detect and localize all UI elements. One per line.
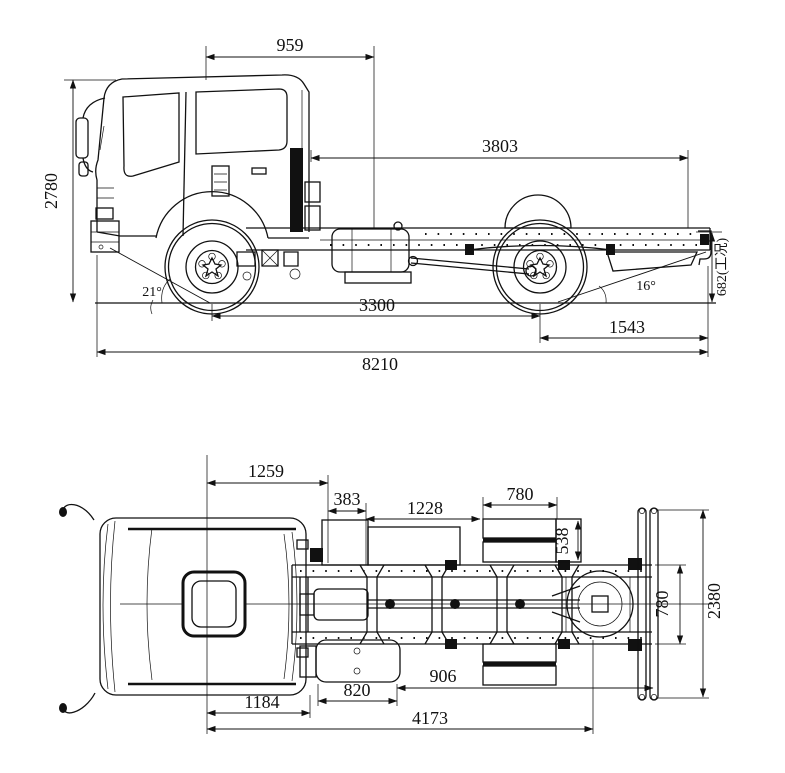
front-wheel [164, 219, 260, 315]
dim-2780: 2780 [41, 173, 61, 209]
dim-682: 682(工况) [715, 238, 730, 297]
dim-8210: 8210 [362, 354, 398, 374]
chassis-equipment [236, 221, 615, 284]
dim-angle-21: 21° [142, 285, 162, 300]
fuel-tank-side [331, 221, 412, 284]
dim-820: 820 [344, 680, 371, 700]
mirror-arms-plan [59, 503, 96, 714]
box-behind-cab [321, 519, 369, 566]
rear-wheels-plan [637, 507, 659, 701]
engine-hatch [181, 570, 247, 638]
dim-3803: 3803 [482, 136, 518, 156]
dim-1259: 1259 [248, 461, 284, 481]
dim-959: 959 [277, 35, 304, 55]
cab-back-stack [290, 148, 303, 232]
cab-side [75, 74, 321, 253]
rear-bracket [698, 230, 712, 266]
dim-780-right: 780 [652, 591, 672, 618]
hatched-block-bottom [482, 643, 557, 686]
angle-lines [109, 247, 707, 304]
dim-2380: 2380 [704, 583, 724, 619]
dim-1228: 1228 [407, 498, 443, 518]
side-frame-rail [246, 227, 711, 251]
dim-538: 538 [552, 528, 572, 555]
front-bumper [90, 220, 120, 253]
plan-extension-lines [206, 455, 709, 734]
hatched-block-top [482, 518, 582, 563]
dim-1184: 1184 [244, 692, 279, 712]
dim-angle-16: 16° [636, 279, 656, 294]
dim-1543: 1543 [609, 317, 645, 337]
dim-383: 383 [334, 489, 361, 509]
dim-906: 906 [430, 666, 457, 686]
plan-view: 1259 383 1228 780 538 780 2380 906 820 1… [59, 455, 724, 734]
deck-box [367, 526, 461, 566]
spare-wheel-plan [565, 570, 634, 638]
spare-wheel-side [504, 194, 572, 229]
dim-3300: 3300 [359, 295, 395, 315]
side-view: 959 3803 2780 682(工况) 21° 16° 3300 1543 … [41, 35, 730, 374]
plan-driveline [299, 585, 581, 623]
cab-plan [59, 503, 309, 714]
dim-4173: 4173 [412, 708, 448, 728]
dim-780-top: 780 [507, 484, 534, 504]
rear-board [606, 251, 699, 272]
fuel-tank-plan [299, 639, 401, 683]
